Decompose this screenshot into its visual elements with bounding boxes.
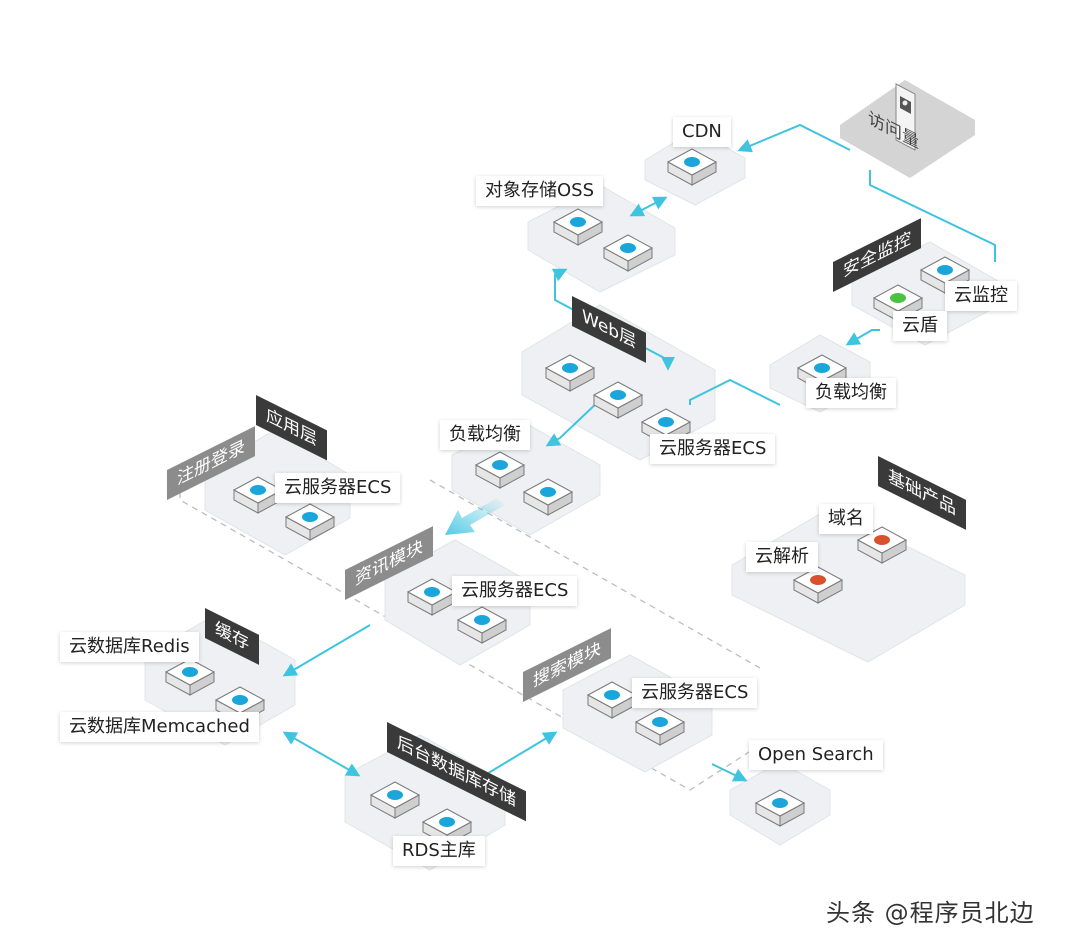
search-platform	[562, 654, 713, 773]
register-ecs-label: 云服务器ECS	[275, 473, 401, 503]
news-ecs-box-icon	[456, 606, 508, 644]
redis-box-icon	[164, 658, 216, 696]
cdn-label: CDN	[673, 117, 731, 147]
visitor-to-security-connector	[869, 170, 996, 262]
watermark: 头条 @程序员北边	[826, 899, 1035, 927]
oss-box-icon	[602, 234, 654, 272]
web-ecs-box-icon	[592, 381, 644, 419]
opensearch-box-icon	[754, 789, 806, 827]
cloud-monitor-label: 云监控	[945, 281, 1017, 311]
visitor-to-cdn-connector	[737, 123, 851, 153]
connectors	[282, 123, 996, 782]
db-search-connector	[484, 731, 558, 776]
web-ecs-box-icon	[544, 354, 596, 392]
domain-label: 域名	[819, 504, 873, 534]
web-ecs-box-icon	[640, 408, 692, 446]
search-ecs-box-icon	[634, 708, 686, 746]
visitor-icon	[895, 83, 916, 151]
cloud-shield-label: 云盾	[893, 311, 947, 341]
flow-arrow	[445, 498, 505, 535]
news-ecs-label: 云服务器ECS	[452, 576, 578, 606]
web-ecs-label: 云服务器ECS	[650, 434, 776, 464]
cache-db-connector	[282, 731, 361, 777]
rds-label: RDS主库	[393, 836, 485, 866]
security-lb-connector	[845, 329, 880, 346]
search-ecs-label: 云服务器ECS	[632, 678, 758, 708]
lb-top-label: 负载均衡	[806, 378, 896, 408]
lb-web-connector	[689, 378, 781, 406]
web-lbmid-connector	[545, 399, 601, 447]
lb-mid-label: 负载均衡	[440, 420, 530, 450]
search-opensearch-connector	[711, 763, 748, 782]
cdn-box-icon	[666, 148, 718, 186]
opensearch-label: Open Search	[749, 740, 883, 770]
lb-mid-box-icon	[474, 451, 526, 489]
oss-box-icon	[552, 208, 604, 246]
redis-label: 云数据库Redis	[60, 632, 199, 662]
oss-web-connector	[551, 268, 675, 371]
news-ecs-box-icon	[406, 578, 458, 616]
oss-label: 对象存储OSS	[476, 176, 604, 206]
register-ecs-box-icon	[284, 503, 336, 541]
dns-label: 云解析	[746, 542, 818, 572]
cdn-oss-connector	[629, 196, 668, 217]
rds-box-icon	[369, 781, 421, 819]
register-news-connector	[282, 624, 371, 677]
lb-mid-box-icon	[522, 478, 574, 516]
memcached-label: 云数据库Memcached	[60, 712, 259, 742]
